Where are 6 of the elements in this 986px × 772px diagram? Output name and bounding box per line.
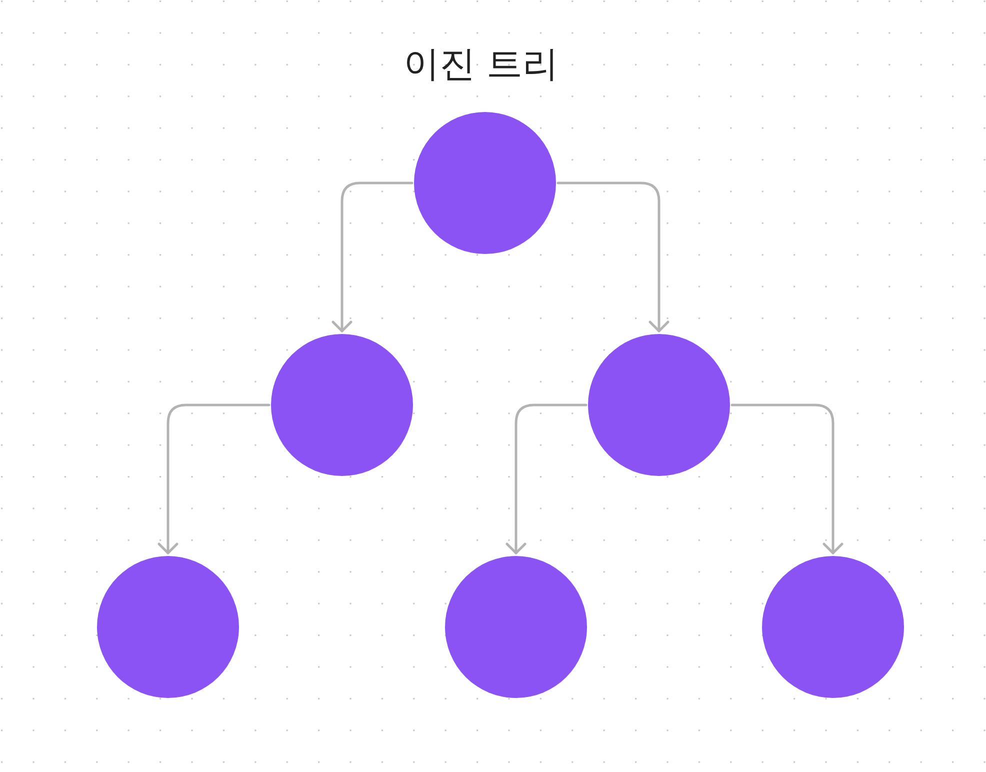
arrow: [556, 182, 670, 332]
arrow: [158, 404, 270, 554]
arrow: [730, 404, 844, 554]
title: 이진 트리: [402, 43, 560, 87]
arrow: [332, 182, 414, 332]
arrow: [506, 404, 588, 554]
